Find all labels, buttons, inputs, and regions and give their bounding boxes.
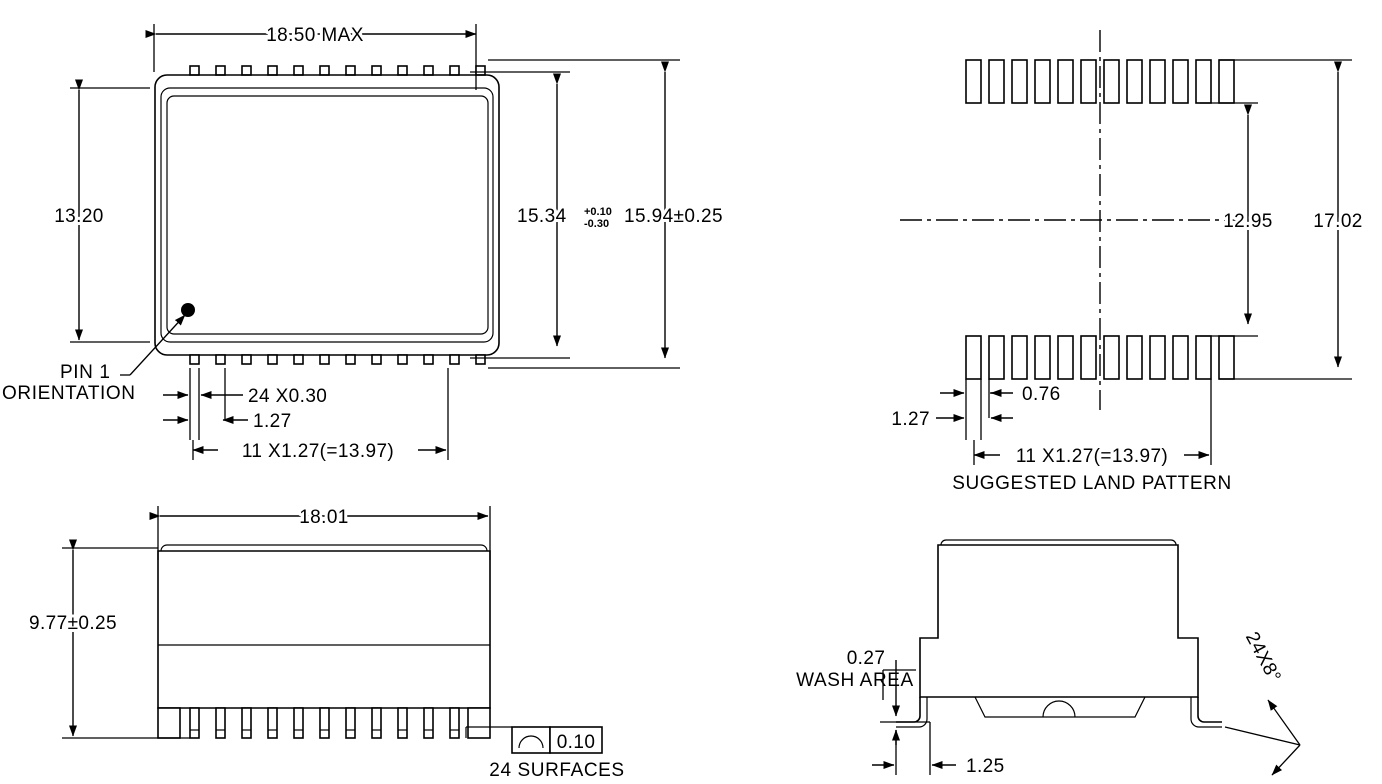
profile-of-surface-icon <box>518 735 544 749</box>
dim-pitch: 1.27 <box>163 411 292 432</box>
dim-lead-width-text: 24 X0.30 <box>248 386 327 407</box>
dim-width-max: 18.50 MAX <box>145 22 477 90</box>
dim-land-span: 11 X1.27(=13.97) <box>973 379 1212 467</box>
dim-row-spacing-outer: 17.02 <box>1219 59 1365 380</box>
dim-pad-width: 0.76 <box>940 379 1061 440</box>
profile-symbol-box <box>511 726 551 754</box>
coplanarity-value-text: 0.10 <box>557 732 596 753</box>
pin1-dot <box>181 303 195 317</box>
dim-foot-length: 1.25 <box>872 722 1005 777</box>
land-pads-top-row <box>965 59 1235 104</box>
dim-front-height: 9.77±0.25 <box>26 539 190 739</box>
dim-span-pitch: 11 X1.27(=13.97) <box>192 368 449 462</box>
front-view: 18.01 <box>26 504 624 781</box>
pin1-marker <box>120 303 195 376</box>
dim-lead-span-inner: 15.34 +0.10 -0.30 <box>470 71 615 359</box>
dim-front-height-text: 9.77±0.25 <box>29 613 117 634</box>
draft-angle-text: 24X8° <box>1241 629 1285 687</box>
wash-area-label-text: WASH AREA <box>796 670 914 691</box>
dim-front-width-text: 18.01 <box>299 507 349 528</box>
dim-land-pitch: 1.27 <box>891 409 1013 430</box>
pin1-note-line2: ORIENTATION <box>2 383 136 404</box>
dim-foot-length-text: 1.25 <box>966 756 1005 777</box>
top-lead-stubs <box>189 65 486 76</box>
front-body <box>157 544 491 709</box>
dim-lead-span-inner-tol-minus: -0.30 <box>584 218 609 230</box>
dim-row-spacing-inner-text: 12.95 <box>1223 211 1273 232</box>
pin1-note-line1: PIN 1 <box>60 362 111 383</box>
land-pads-bottom-row <box>965 335 1235 380</box>
dim-land-span-text: 11 X1.27(=13.97) <box>1016 446 1168 467</box>
dim-pitch-text: 1.27 <box>253 411 292 432</box>
underside-bump <box>1042 700 1076 718</box>
package-body-top <box>154 74 500 356</box>
dim-body-height: 13.20 <box>51 79 150 343</box>
dim-lead-span-inner-value: 15.34 <box>517 206 567 227</box>
wash-area-value-text: 0.27 <box>847 648 886 669</box>
dim-width-max-text: 18.50 MAX <box>266 25 364 46</box>
dim-lead-span-outer-text: 15.94±0.25 <box>624 206 723 227</box>
wash-area-callout: 0.27 WASH AREA <box>796 648 930 745</box>
dim-row-spacing-inner: 12.95 <box>1200 102 1275 337</box>
dim-body-height-text: 13.20 <box>54 206 104 227</box>
side-view: 0.27 WASH AREA 1.25 24X8° <box>796 539 1301 777</box>
dim-front-width: 18.01 <box>149 504 491 560</box>
dim-lead-span-inner-tol-plus: +0.10 <box>584 206 612 218</box>
dim-span-pitch-text: 11 X1.27(=13.97) <box>242 441 394 462</box>
draft-angle-callout: 24X8° <box>1224 629 1301 776</box>
dim-land-pitch-text: 1.27 <box>891 409 930 430</box>
dim-row-spacing-outer-text: 17.02 <box>1313 211 1363 232</box>
surfaces-note: 24 SURFACES <box>489 760 624 781</box>
dim-lead-span-inner-text: 15.34 +0.10 -0.30 <box>514 203 615 233</box>
bottom-lead-stubs <box>189 354 486 365</box>
front-leads <box>157 707 491 739</box>
dim-lead-width: 24 X0.30 <box>163 368 327 440</box>
coplanarity-callout: 0.10 <box>465 726 603 754</box>
dim-pad-width-text: 0.76 <box>1022 384 1061 405</box>
dim-lead-span-outer: 15.94±0.25 <box>488 59 726 369</box>
side-body <box>919 539 1199 718</box>
top-view: 18.50 MAX <box>2 22 726 462</box>
profile-value-box <box>549 726 603 754</box>
land-pattern-view: 12.95 17.02 0.76 1.27 <box>891 30 1365 494</box>
land-pattern-title: SUGGESTED LAND PATTERN <box>952 473 1232 494</box>
